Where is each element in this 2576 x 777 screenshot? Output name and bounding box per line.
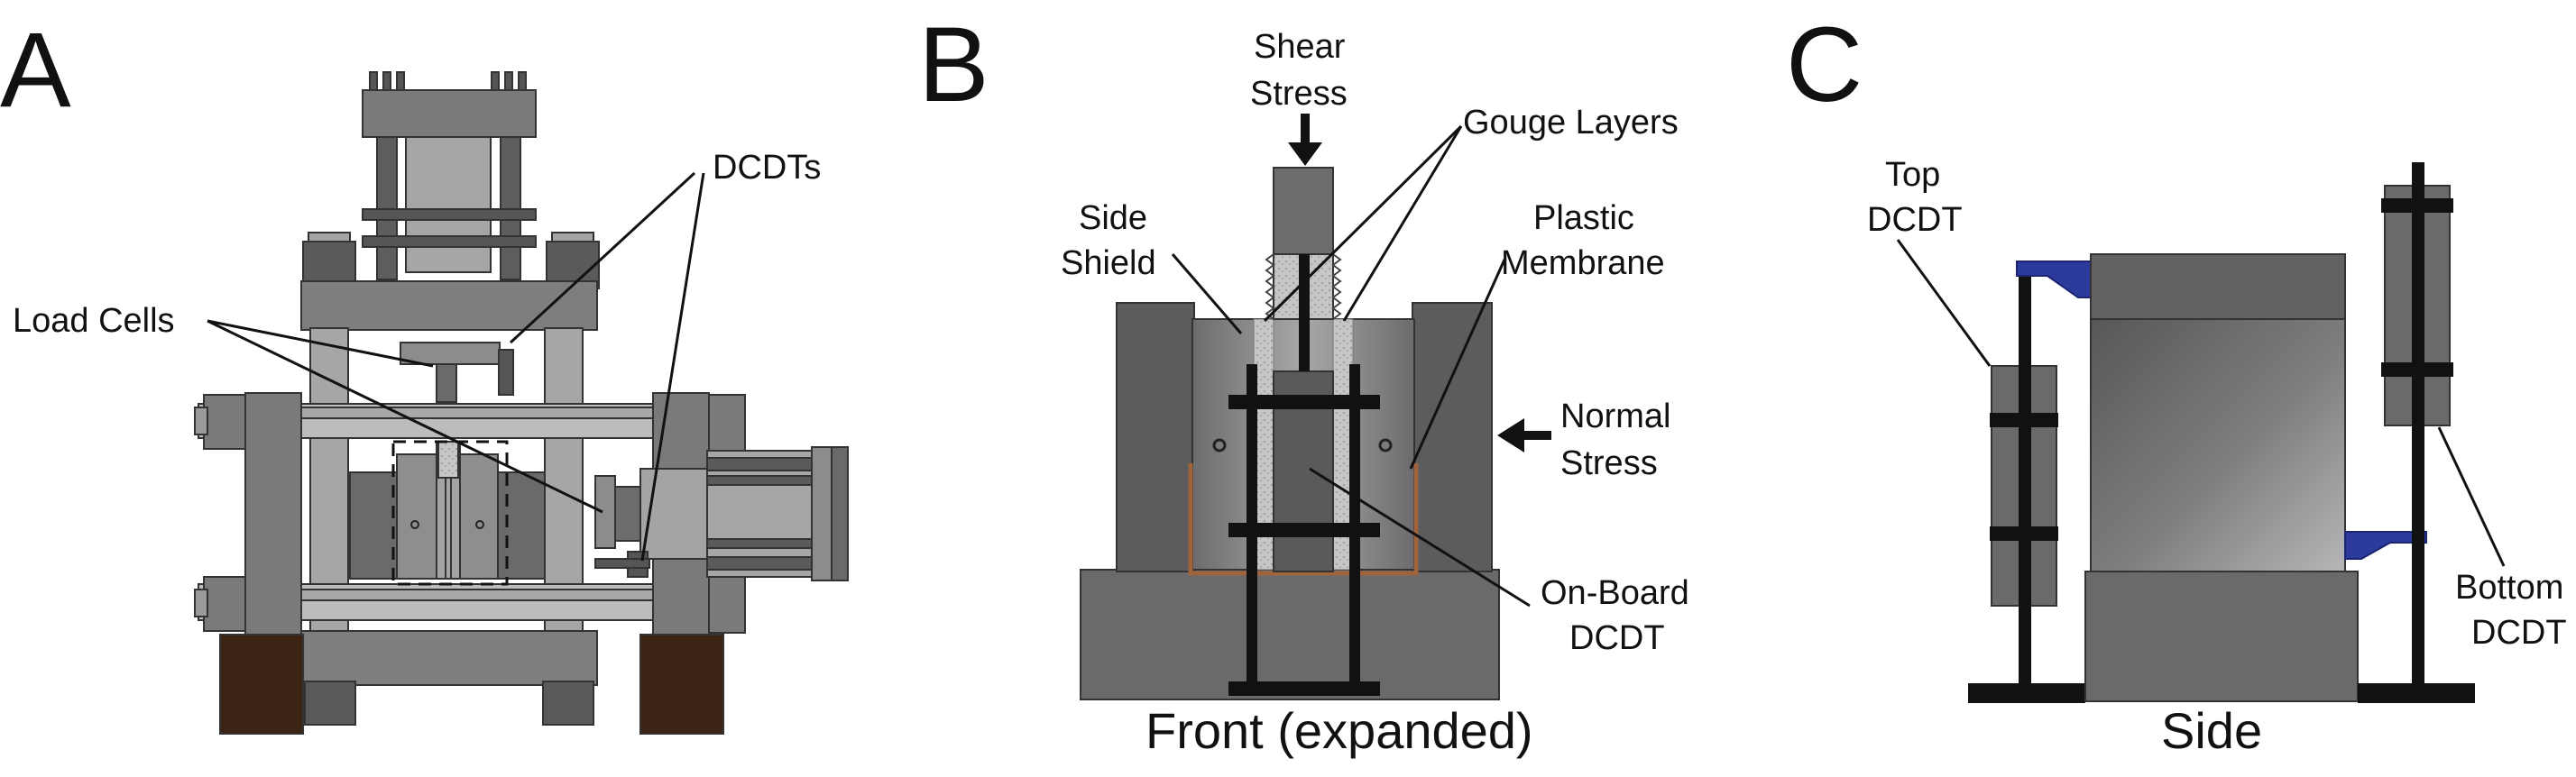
label-normal-2: Stress [1560, 444, 1658, 482]
panel-c-leaders [1896, 239, 2506, 567]
label-bottom-2: DCDT [2471, 614, 2567, 652]
left-side-beam [244, 392, 302, 639]
label-plastic-1: Plastic [1533, 199, 1634, 237]
panel-b: B [918, 5, 1689, 759]
label-top-2: DCDT [1867, 201, 1963, 239]
middle-block [2090, 318, 2346, 572]
label-onboard-2: DCDT [1569, 619, 1665, 657]
shear-stress-arrow [1288, 114, 1322, 166]
caption-front: Front (expanded) [1145, 702, 1533, 759]
label-side-1: Side [1079, 199, 1147, 237]
base-block [1080, 569, 1500, 700]
base-block-left [219, 634, 304, 735]
dcdt-vertical [498, 349, 514, 396]
onboard-dcdt-rod [1299, 254, 1310, 371]
bottom-dcdt-bracket [2344, 531, 2427, 560]
panel-letter-c: C [1786, 5, 1863, 124]
panel-b-leaders [1171, 124, 1531, 608]
central-piston [1273, 167, 1334, 255]
caption-side: Side [2161, 702, 2262, 759]
label-normal-1: Normal [1560, 398, 1670, 435]
label-gouge-layers: Gouge Layers [1463, 104, 1679, 142]
horizontal-ram [594, 446, 849, 581]
load-cell-vertical [400, 342, 501, 365]
top-platen [300, 280, 598, 331]
panel-a: A [0, 11, 849, 735]
panel-letter-b: B [918, 5, 989, 124]
plastic-membrane [1188, 463, 1419, 576]
label-bottom-1: Bottom [2455, 569, 2563, 607]
label-shear-2: Stress [1250, 75, 1348, 113]
side-shield-left [1116, 302, 1195, 572]
top-block [2090, 253, 2346, 320]
label-plastic-2: Membrane [1501, 244, 1665, 282]
expanded-region-box [391, 440, 509, 586]
label-dcdts: DCDTs [713, 149, 821, 187]
normal-stress-arrow [1497, 418, 1551, 452]
label-load-cells: Load Cells [13, 302, 175, 340]
label-onboard-1: On-Board [1541, 574, 1689, 612]
panel-c: C Top DCDT Bottom DCDT Side [1786, 5, 2567, 759]
base-block-right [639, 634, 724, 735]
label-side-2: Shield [1061, 244, 1156, 282]
bottom-platen [300, 630, 598, 686]
vertical-ram [362, 71, 537, 280]
label-shear-1: Shear [1254, 28, 1346, 66]
panel-letter-a: A [0, 11, 71, 130]
panel-a-leaders [207, 171, 705, 562]
bottom-block [2084, 571, 2359, 702]
label-top-1: Top [1885, 156, 1940, 194]
